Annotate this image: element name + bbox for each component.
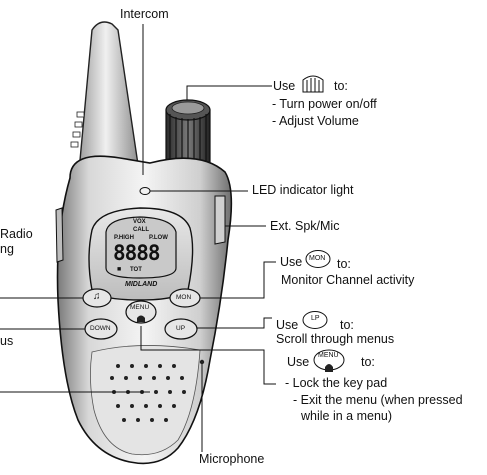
ext-label: Ext. Spk/Mic bbox=[270, 219, 340, 233]
menu-mini-button-text: MENU bbox=[318, 352, 339, 359]
menu-item-1: - Lock the key pad bbox=[285, 376, 388, 390]
lcd-lock-icon: ■ bbox=[117, 266, 122, 273]
menu-to-label: to: bbox=[361, 355, 375, 369]
menu-item-3: while in a menu) bbox=[301, 409, 393, 423]
lcd-vox-label: VOX bbox=[133, 219, 146, 225]
led-light bbox=[139, 187, 151, 195]
lcd-plow-label: P.LOW bbox=[149, 235, 168, 241]
menu-use-label: Use bbox=[287, 355, 310, 369]
antenna bbox=[70, 21, 141, 183]
lcd-display bbox=[105, 216, 177, 279]
speaker-holes bbox=[110, 364, 186, 422]
power-to-label: to: bbox=[334, 79, 348, 93]
intercom-label: Intercom bbox=[120, 7, 169, 21]
mon-mini-button-text: MON bbox=[309, 255, 326, 262]
callout-lines bbox=[0, 24, 276, 452]
music-button-label: ♫ bbox=[93, 291, 101, 302]
radio-partial-2: ng bbox=[0, 242, 14, 256]
power-use-label: Use bbox=[273, 79, 296, 93]
menu-item-2: - Exit the menu (when pressed bbox=[293, 393, 463, 407]
menu-button-label: MENU bbox=[130, 304, 150, 311]
microphone-hole bbox=[199, 359, 205, 365]
lcd-phigh-label: P.HIGH bbox=[114, 235, 134, 241]
mon-desc: Monitor Channel activity bbox=[281, 273, 415, 287]
us-partial: us bbox=[0, 334, 14, 348]
mon-button-label: MON bbox=[176, 294, 192, 301]
lcd-digits: 8888 bbox=[113, 241, 161, 265]
down-button-label: DOWN bbox=[90, 325, 111, 332]
radio-partial-1: Radio bbox=[0, 227, 33, 241]
menu-button bbox=[125, 300, 157, 324]
knob-mini-icon bbox=[300, 72, 326, 98]
up-button bbox=[164, 318, 198, 340]
ext-jack-panel bbox=[214, 195, 226, 245]
mon-mini-button bbox=[305, 249, 331, 273]
up-button-label: UP bbox=[176, 325, 186, 332]
lp-mini-button bbox=[302, 310, 328, 334]
ptt-side bbox=[55, 207, 64, 263]
microphone-label: Microphone bbox=[199, 452, 265, 466]
lp-to-label: to: bbox=[340, 318, 354, 332]
lcd-call-label: CALL bbox=[133, 227, 149, 233]
lcd-tot-label: TOT bbox=[130, 267, 142, 273]
lp-mini-button-text: LP bbox=[311, 315, 320, 322]
menu-mini-button bbox=[313, 348, 345, 378]
speaker-panel bbox=[90, 345, 201, 456]
lp-use-label: Use bbox=[276, 318, 299, 332]
mon-to-label: to: bbox=[337, 257, 351, 271]
led-label: LED indicator light bbox=[252, 183, 354, 197]
power-item-1: - Turn power on/off bbox=[272, 97, 377, 111]
lp-desc: Scroll through menus bbox=[276, 332, 395, 346]
brand-logo: MIDLAND bbox=[125, 281, 158, 288]
mon-use-label: Use bbox=[280, 255, 303, 269]
power-item-2: - Adjust Volume bbox=[272, 114, 359, 128]
